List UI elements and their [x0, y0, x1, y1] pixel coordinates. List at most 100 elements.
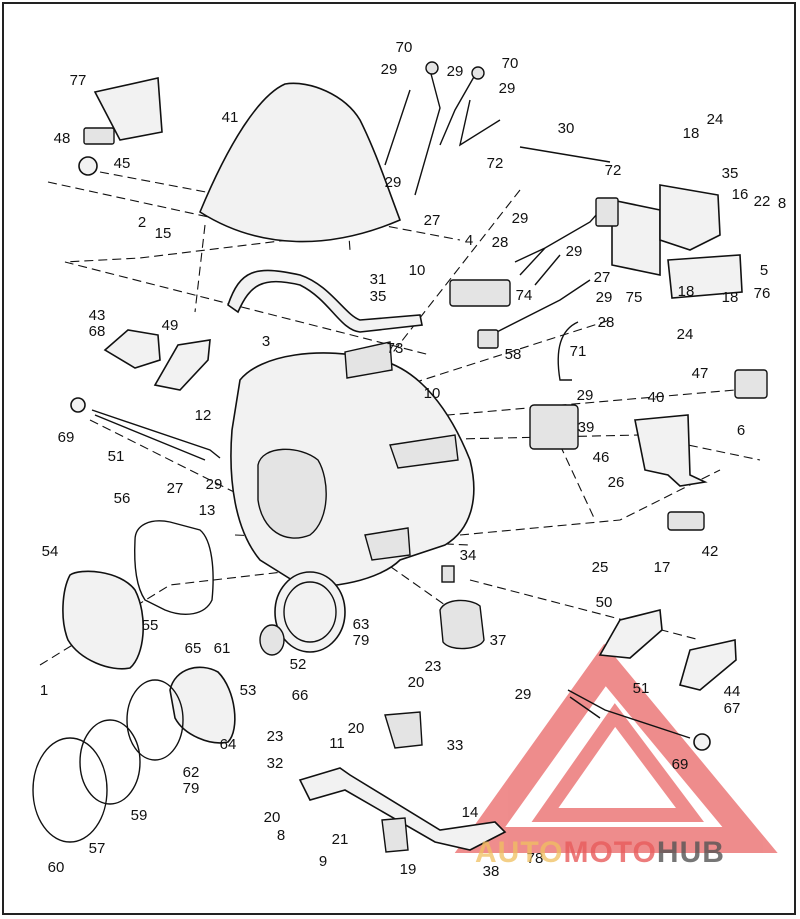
watermark-text: AUTOMOTOHUB [475, 836, 795, 876]
callout-label-50: 50 [596, 594, 613, 611]
callout-label-26: 26 [608, 474, 625, 491]
part-39-relay [529, 404, 579, 450]
callout-label-75: 75 [626, 289, 643, 306]
callout-label-18: 18 [678, 283, 695, 300]
callout-label-46: 46 [593, 449, 610, 466]
callout-label-48: 48 [54, 130, 71, 147]
part-73-bracket [344, 341, 393, 379]
callout-label-28: 28 [492, 234, 509, 251]
watermark-word-auto: AUTO [475, 836, 564, 869]
callout-label-11: 11 [329, 735, 345, 752]
callout-label-28: 28 [598, 314, 615, 331]
callout-label-29: 29 [596, 289, 613, 306]
callout-label-69: 69 [672, 756, 689, 773]
callout-label-27: 27 [167, 480, 184, 497]
callout-label-79: 79 [183, 780, 200, 797]
callout-label-74: 74 [516, 287, 533, 304]
part-52-retainer [259, 624, 285, 656]
callout-label-29: 29 [515, 686, 532, 703]
callout-label-13: 13 [199, 502, 216, 519]
part-58-cable [484, 279, 591, 339]
part-70-knob-right [471, 66, 485, 80]
fairing-headlight-opening [257, 448, 327, 539]
callout-label-5: 5 [760, 262, 768, 279]
callout-label-65: 65 [185, 640, 202, 657]
part-70-cables [384, 69, 501, 196]
part-69-bulb-right [693, 733, 711, 751]
callout-label-29: 29 [566, 243, 583, 260]
callout-label-23: 23 [267, 728, 284, 745]
callout-label-27: 27 [424, 212, 441, 229]
part-49-lens [153, 339, 211, 391]
part-59-ring [79, 719, 141, 805]
watermark-logo [454, 643, 778, 853]
callout-label-23: 23 [425, 658, 442, 675]
callout-label-47: 47 [692, 365, 709, 382]
callout-label-45: 45 [114, 155, 131, 172]
callout-label-32: 32 [267, 755, 284, 772]
callout-label-59: 59 [131, 807, 148, 824]
part-50-lens [598, 608, 663, 659]
part-54-lens [62, 570, 144, 670]
part-45-socket [83, 127, 115, 145]
callout-label-18: 18 [683, 125, 700, 142]
callout-label-42: 42 [702, 543, 719, 560]
callout-label-43: 43 [89, 307, 106, 324]
part-31-trim-strip [227, 269, 423, 333]
callout-label-52: 52 [290, 656, 307, 673]
part-44-lens [679, 639, 737, 691]
part-74-switch-block [449, 279, 511, 307]
watermark-triangle [454, 643, 778, 853]
callout-label-79: 79 [353, 632, 370, 649]
part-72-connector [595, 197, 619, 227]
part-41-windshield [199, 82, 402, 243]
callout-label-69: 69 [58, 429, 75, 446]
callout-label-29: 29 [381, 61, 398, 78]
callout-label-27: 27 [594, 269, 611, 286]
callout-label-41: 41 [222, 109, 239, 126]
part-62-ring [126, 679, 184, 761]
part-43-lens [103, 329, 161, 369]
callout-label-60: 60 [48, 859, 65, 876]
part-35-mount-plate [659, 184, 721, 251]
fairing-lower-vent [364, 527, 411, 561]
part-51-wiring [91, 409, 221, 461]
callout-label-54: 54 [42, 543, 59, 560]
callout-label-9: 9 [319, 853, 327, 870]
part-70-knob-left [425, 61, 439, 75]
part-76-rail [667, 254, 743, 299]
watermark-word-hub: HUB [656, 836, 725, 869]
callout-label-73: 73 [387, 340, 404, 357]
callout-label-76: 76 [754, 285, 771, 302]
callout-label-55: 55 [142, 617, 159, 634]
callout-label-64: 64 [220, 736, 237, 753]
part-38-support-bar [298, 767, 507, 851]
part-56-gasket [134, 520, 214, 616]
callout-label-70: 70 [396, 39, 413, 56]
part-30-strap [519, 146, 611, 163]
part-58-plug [477, 329, 499, 349]
callout-label-39: 39 [578, 419, 595, 436]
callout-label-70: 70 [502, 55, 519, 72]
part-42-clamp [667, 511, 705, 531]
callout-label-56: 56 [114, 490, 131, 507]
callout-label-22: 22 [754, 193, 771, 210]
callout-label-10: 10 [424, 385, 441, 402]
part-77-lens [93, 77, 163, 141]
callout-label-24: 24 [707, 111, 724, 128]
callout-label-14: 14 [462, 804, 479, 821]
callout-label-18: 18 [722, 289, 739, 306]
callout-label-61: 61 [214, 640, 231, 657]
part-64-headlamp [169, 666, 236, 744]
callout-label-8: 8 [778, 195, 786, 212]
callout-label-34: 34 [460, 547, 477, 564]
callout-label-49: 49 [162, 317, 179, 334]
callout-label-20: 20 [408, 674, 425, 691]
callout-label-25: 25 [592, 559, 609, 576]
part-57-trim-ring [32, 737, 108, 843]
callout-label-35: 35 [370, 288, 387, 305]
callout-label-77: 77 [70, 72, 87, 89]
callout-label-20: 20 [348, 720, 365, 737]
callout-label-29: 29 [385, 174, 402, 191]
